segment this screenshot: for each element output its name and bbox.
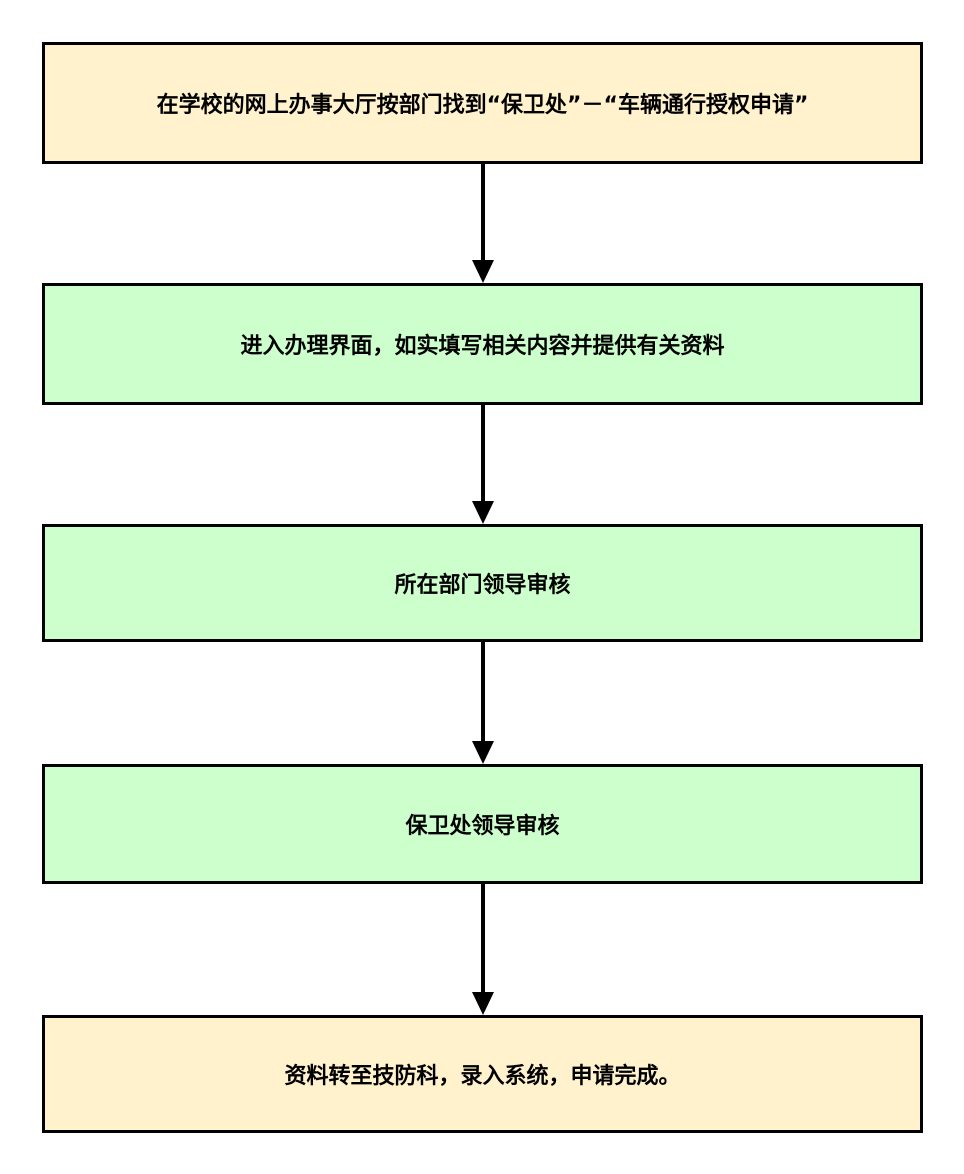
- arrow-2-to-3: [472, 405, 494, 524]
- step-3-label: 所在部门领导审核: [394, 573, 571, 598]
- step-2-label: 进入办理界面，如实填写相关内容并提供有关资料: [240, 334, 725, 359]
- step-1-box: 在学校的网上办事大厅按部门找到“保卫处”－“车辆通行授权申请”: [42, 42, 923, 164]
- step-5-label: 资料转至技防科，录入系统，申请完成。: [284, 1064, 681, 1089]
- arrow-4-head-icon: [472, 992, 494, 1015]
- arrow-1-head-icon: [472, 260, 494, 283]
- step-4-label: 保卫处领导审核: [405, 814, 560, 839]
- step-2-box: 进入办理界面，如实填写相关内容并提供有关资料: [42, 283, 923, 405]
- arrow-3-to-4: [472, 642, 494, 764]
- step-1-label: 在学校的网上办事大厅按部门找到“保卫处”－“车辆通行授权申请”: [156, 93, 809, 118]
- arrow-2-head-icon: [472, 501, 494, 524]
- step-3-box: 所在部门领导审核: [42, 524, 923, 642]
- step-5-box: 资料转至技防科，录入系统，申请完成。: [42, 1015, 923, 1133]
- arrow-4-to-5: [472, 884, 494, 1015]
- step-4-box: 保卫处领导审核: [42, 764, 923, 884]
- arrow-1-to-2: [472, 164, 494, 283]
- arrow-3-head-icon: [472, 741, 494, 764]
